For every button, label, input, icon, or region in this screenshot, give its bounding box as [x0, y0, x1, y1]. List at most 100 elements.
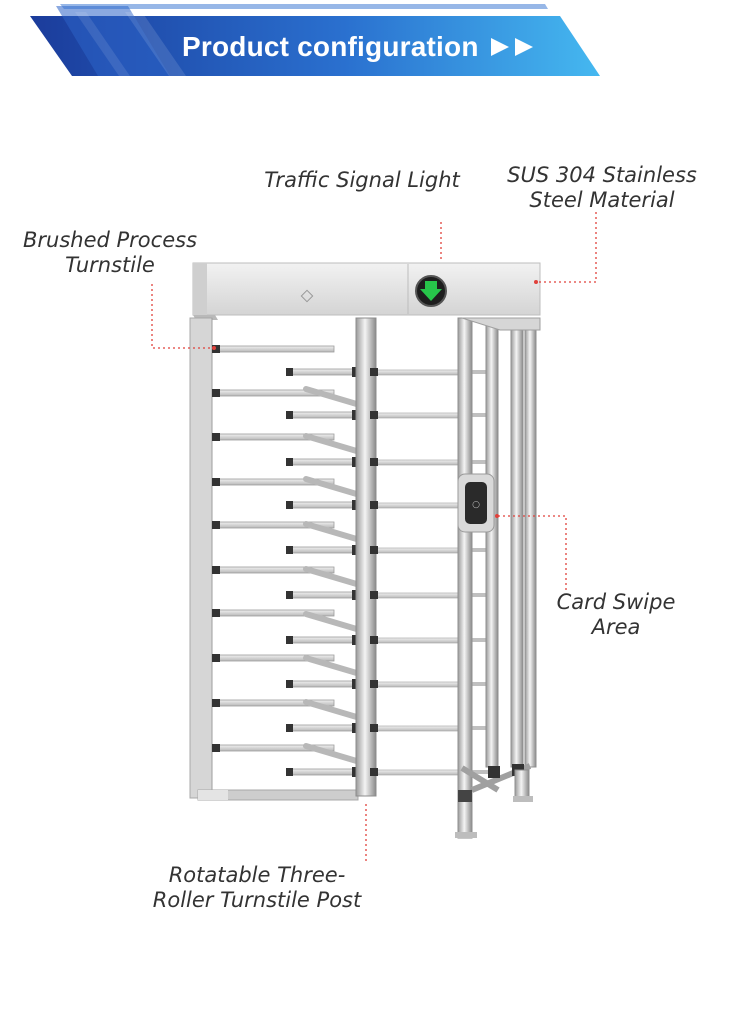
- arm-cap: [286, 501, 293, 509]
- leader-lines: [151, 212, 597, 862]
- cage-bar-cap: [370, 458, 378, 466]
- callout-line: Brushed Process: [22, 228, 198, 252]
- callout-line: Steel Material: [529, 188, 675, 212]
- arm-cap: [286, 458, 293, 466]
- callout-card-swipe-area: Card Swipe Area: [536, 590, 696, 640]
- rotor-arm-angled: [303, 476, 363, 498]
- right-cage-bars: [370, 368, 488, 776]
- callout-line: Area: [591, 615, 641, 639]
- cage-bar-cap: [370, 724, 378, 732]
- cage-bar: [375, 502, 463, 509]
- cage-bar: [375, 547, 463, 554]
- rotor-arm-angled: [303, 655, 363, 677]
- rotor-arm-angled: [303, 386, 363, 408]
- rotor-arm: [287, 768, 361, 776]
- arm-cap: [286, 636, 293, 644]
- callout-rotatable-roller-post: Rotatable Three- Roller Turnstile Post: [130, 863, 384, 913]
- arm-cap: [212, 389, 220, 397]
- rotor-arm: [287, 501, 361, 509]
- cage-bar-cap: [370, 636, 378, 644]
- arm-cap: [212, 699, 220, 707]
- callout-line: Rotatable Three-: [168, 863, 346, 887]
- cage-bar: [375, 725, 463, 732]
- left-fixed-arms: [212, 345, 335, 752]
- right-cage-posts: [455, 317, 541, 839]
- callout-traffic-signal-light: Traffic Signal Light: [248, 168, 476, 193]
- rotor-arm: [287, 411, 361, 419]
- arm-cap: [286, 768, 293, 776]
- arm-cap: [212, 478, 220, 486]
- rotor-arm: [287, 546, 361, 554]
- arm-cap: [212, 521, 220, 529]
- arm-cap: [286, 724, 293, 732]
- callout-line: Turnstile: [65, 253, 155, 277]
- arm-cap: [286, 368, 293, 376]
- cage-bar-link: [472, 770, 488, 774]
- signal-down-arrow-icon: [420, 281, 442, 301]
- callout-stainless-steel: SUS 304 Stainless Steel Material: [486, 163, 718, 213]
- rotor-post: [355, 317, 377, 797]
- callout-brushed-turnstile: Brushed Process Turnstile: [10, 228, 210, 278]
- arm-cap: [212, 744, 220, 752]
- arm-cap: [286, 546, 293, 554]
- cage-bar-link: [472, 638, 488, 642]
- arm-cap: [212, 609, 220, 617]
- cage-bar-link: [472, 726, 488, 730]
- rotor-arm: [287, 680, 361, 688]
- cage-bar-cap: [370, 368, 378, 376]
- arm-cap: [212, 654, 220, 662]
- rotor-arm: [287, 591, 361, 599]
- cage-bar: [375, 369, 463, 376]
- callout-line: Roller Turnstile Post: [152, 888, 362, 912]
- rotor-arm: [287, 724, 361, 732]
- arm-cap: [286, 680, 293, 688]
- callout-line: Traffic Signal Light: [264, 168, 460, 192]
- fixed-arm: [213, 345, 335, 353]
- traffic-signal-light: [415, 275, 447, 307]
- cage-bar-link: [472, 682, 488, 686]
- banner-title-group: Product configuration: [182, 27, 535, 67]
- svg-text:○: ○: [472, 500, 480, 510]
- cage-bar: [375, 459, 463, 466]
- cage-bar-cap: [370, 768, 378, 776]
- cage-bar: [375, 637, 463, 644]
- arm-cap: [212, 566, 220, 574]
- arm-cap: [286, 591, 293, 599]
- rotor-arm: [287, 636, 361, 644]
- cage-bar-cap: [370, 591, 378, 599]
- double-play-arrow-icon: [489, 36, 535, 58]
- arm-cap: [212, 433, 220, 441]
- left-frame: [189, 317, 359, 801]
- top-housing: [192, 262, 541, 320]
- rotor-arm-angled: [303, 743, 363, 765]
- cage-bar: [375, 769, 463, 776]
- cage-bar-link: [472, 593, 488, 597]
- card-reader: ○: [457, 473, 495, 533]
- leader-dots: [212, 280, 538, 518]
- rotor-arm: [287, 458, 361, 466]
- cage-bar-link: [472, 413, 488, 417]
- rotor-arm-angled: [303, 521, 363, 543]
- banner-title: Product configuration: [182, 31, 479, 62]
- arm-cap: [212, 345, 220, 353]
- cage-bar-link: [472, 460, 488, 464]
- cage-bar-cap: [370, 411, 378, 419]
- cage-bar: [375, 681, 463, 688]
- rotor-arm-angled: [303, 566, 363, 588]
- rotor-arm-angled: [303, 611, 363, 633]
- arm-cap: [286, 411, 293, 419]
- rotor-arms: [286, 367, 363, 777]
- cage-bar-cap: [370, 501, 378, 509]
- callout-line: SUS 304 Stainless: [507, 163, 697, 187]
- cage-bar-link: [472, 548, 488, 552]
- cage-bar-link: [472, 370, 488, 374]
- rotor-arm-angled: [303, 699, 363, 721]
- cage-bar-cap: [370, 546, 378, 554]
- callout-line: Card Swipe: [556, 590, 676, 614]
- header-banner: Product configuration: [0, 0, 750, 80]
- cage-bar: [375, 412, 463, 419]
- rotor-arm: [287, 368, 361, 376]
- rotor-arm-angled: [303, 433, 363, 455]
- banner-background: [30, 4, 600, 76]
